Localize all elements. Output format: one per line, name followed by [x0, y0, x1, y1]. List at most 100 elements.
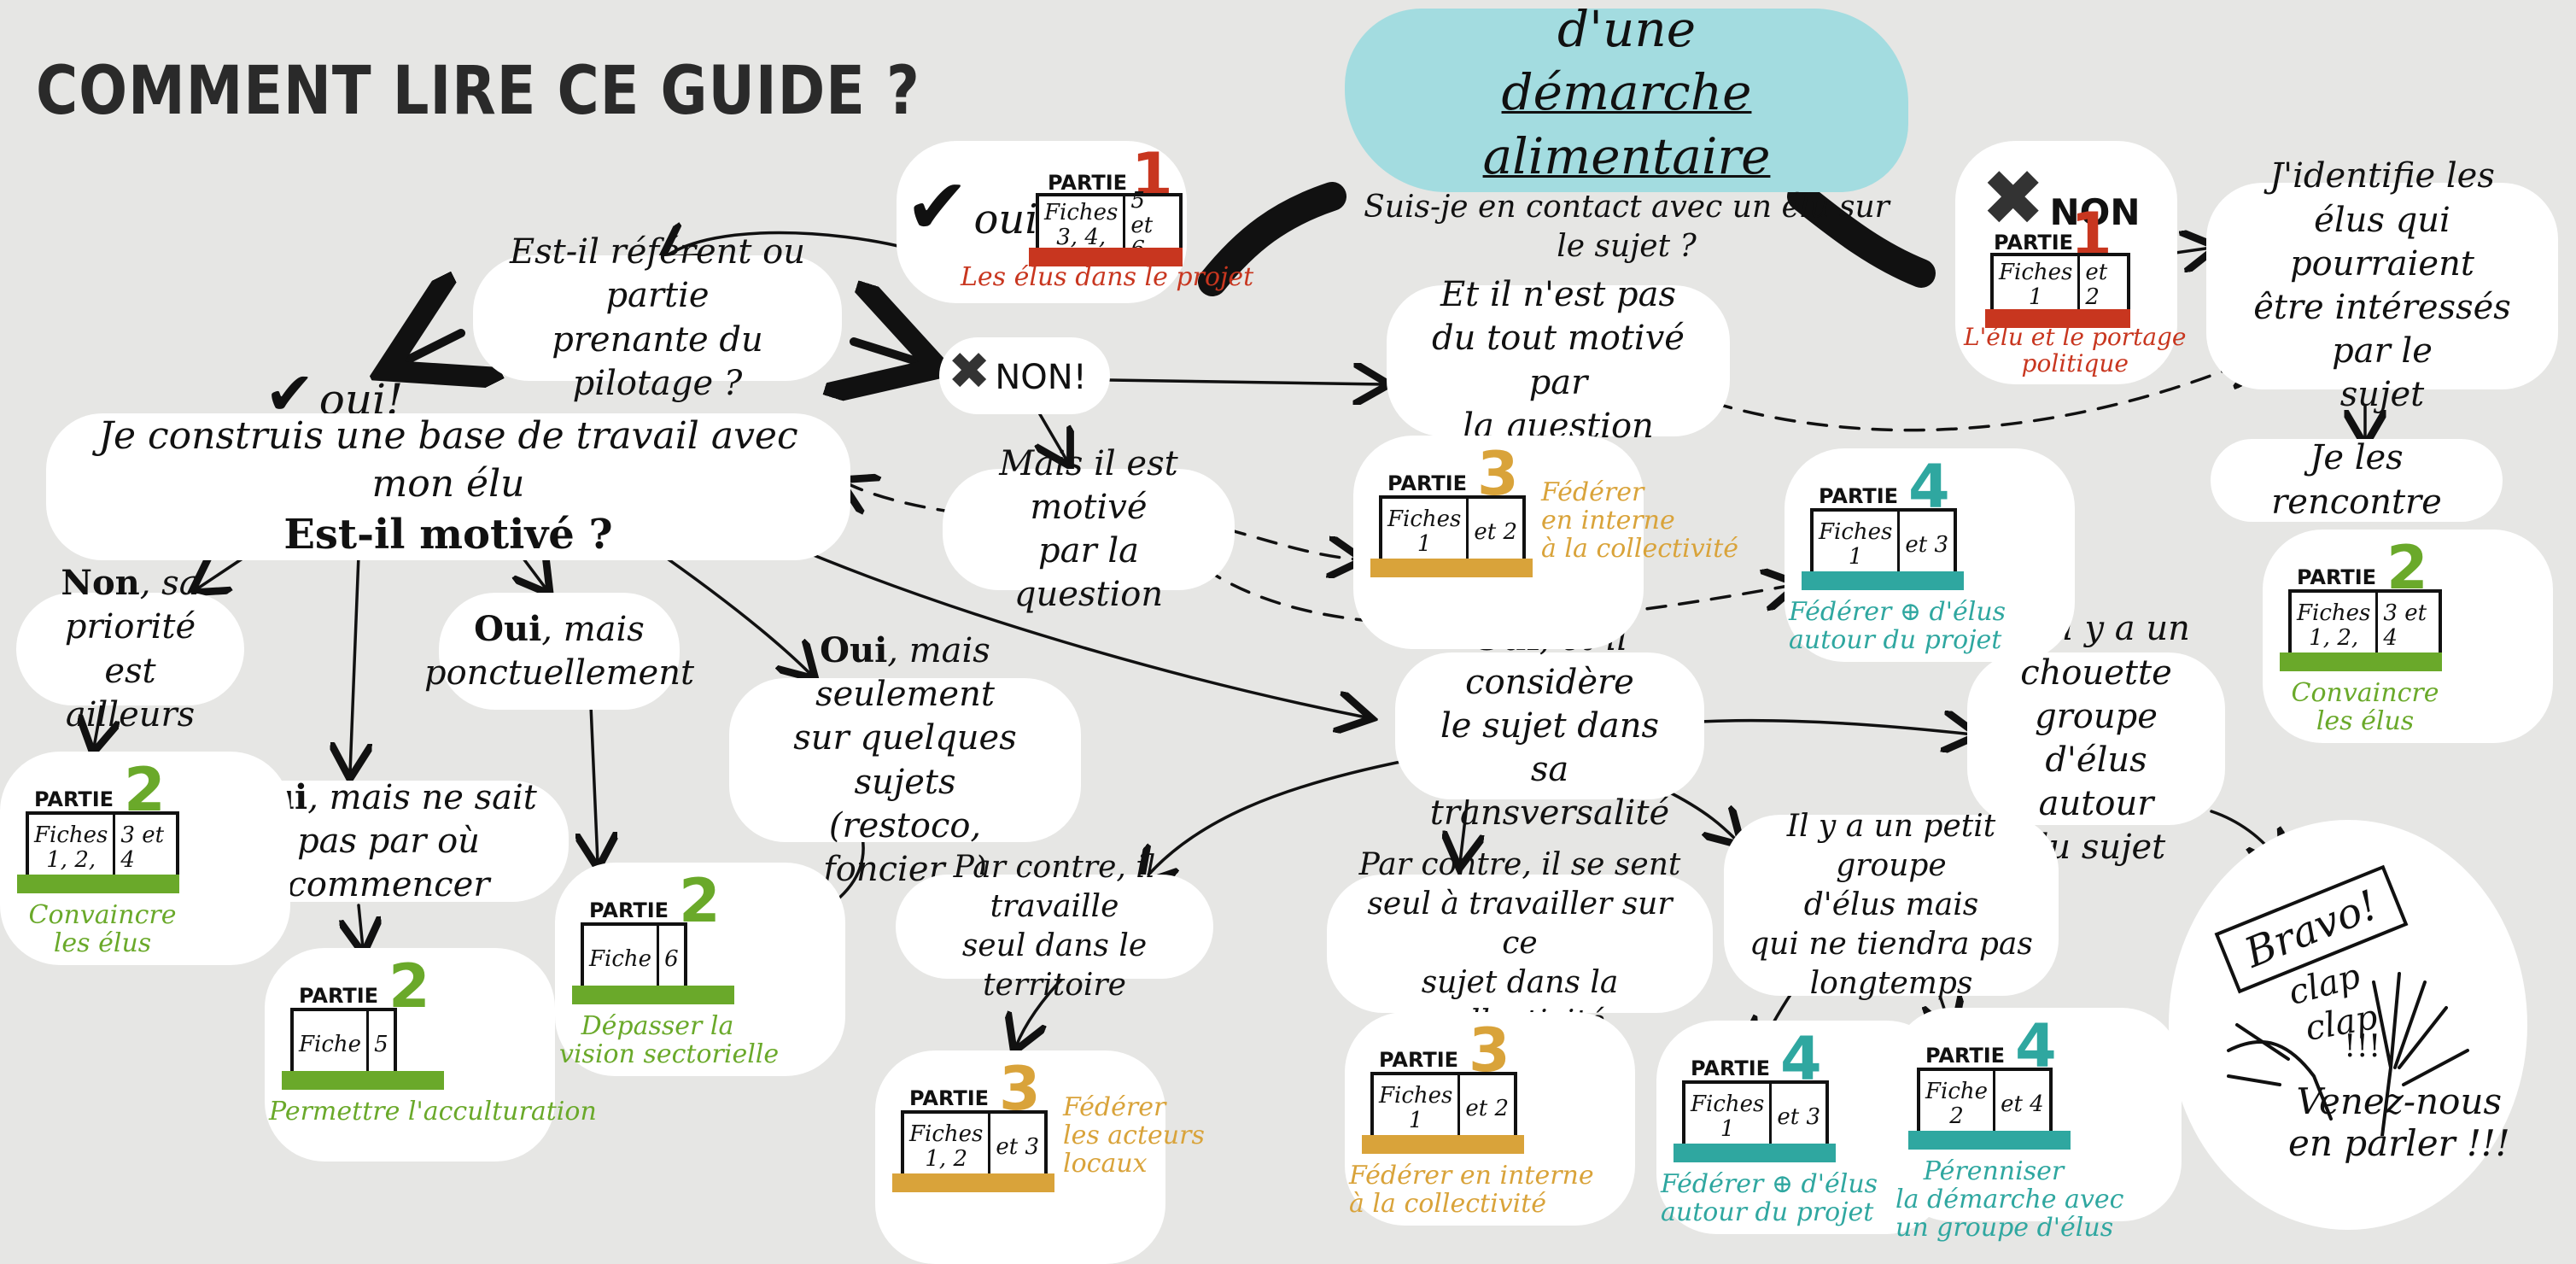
book-page-text: 2: [1949, 1103, 1964, 1129]
book-cover: [1908, 1131, 2071, 1150]
book-page-text: Fiche: [589, 945, 652, 972]
book-page-text: et 3: [996, 1133, 1040, 1160]
book-cover: [892, 1173, 1054, 1192]
book-page-text: et 2: [1474, 518, 1518, 545]
book-page-text: Fiches: [34, 822, 108, 849]
book-caption-line: Convaincre: [2291, 678, 2439, 708]
book-page: et 2: [1469, 499, 1522, 565]
book-partie: PARTIE: [1691, 1056, 1771, 1080]
non-top-label: NON: [2049, 191, 2141, 233]
book-page-text: Fiches: [909, 1121, 984, 1148]
book-number: 3: [999, 1054, 1041, 1124]
oui-top: ✔ oui: [905, 162, 1038, 252]
book-caption-line: la démarche avec: [1895, 1185, 2124, 1214]
book-caption-line: autour du projet: [1789, 625, 2002, 655]
book-number: 2: [124, 755, 166, 825]
book-page-text: et 3: [1905, 531, 1949, 558]
book-number: 3: [1469, 1015, 1510, 1086]
book-page-text: et 4: [2001, 1091, 2044, 1117]
oui-top-caption: Les élus dans le projet: [961, 262, 1254, 292]
book-page-text: 1: [1720, 1116, 1735, 1142]
book-page: et 4: [1995, 1071, 2049, 1138]
book-page-text: Fiche: [1925, 1079, 1989, 1105]
non-priorite-bubble: Non, sa priorité est ailleurs: [21, 563, 239, 734]
book-partie: PARTIE: [1387, 471, 1468, 495]
book-number: 2: [2386, 533, 2428, 603]
book-partie: PARTIE: [1379, 1048, 1459, 1072]
book-number: 3: [1477, 439, 1519, 509]
book-caption-line: Fédérer: [1541, 477, 1644, 507]
book-partie: PARTIE: [2297, 565, 2377, 589]
hands-icon: [2211, 948, 2485, 1138]
pas-motive-bubble: Et il n'est pas du tout motivé par la qu…: [1392, 275, 1725, 446]
book-page: 3 et 4: [115, 815, 176, 881]
book-page-text: 5: [374, 1031, 388, 1057]
book-caption-line: à la collectivité: [1349, 1189, 1547, 1219]
book-caption-line: les élus: [53, 928, 152, 958]
book-page: et 2: [1460, 1075, 1514, 1142]
book-page: et 3: [1772, 1084, 1825, 1150]
book-pages: Fiche 5: [290, 1008, 397, 1081]
chouette-groupe-bubble: Et il y a un chouette groupe d'élus auto…: [1972, 609, 2220, 867]
book-caption-line: Fédérer ⊕ d'élus: [1661, 1169, 1878, 1199]
book-page: et 3: [1900, 512, 1954, 578]
book-page-text: 1: [1417, 531, 1432, 557]
seul-collectivite-bubble: Par contre, il se sent seul à travailler…: [1332, 847, 1708, 1039]
book-page-text: Fiche: [299, 1031, 362, 1057]
book-cover: [17, 875, 179, 893]
book-caption-line: Fédérer ⊕ d'élus: [1789, 597, 2006, 627]
x-icon: ✖: [1981, 154, 2046, 243]
book-page: et 3: [990, 1114, 1044, 1180]
oui-sujets-bubble: Oui, mais seulement sur quelques sujets …: [734, 630, 1076, 889]
book-caption-line: Dépasser la: [581, 1011, 734, 1041]
check-icon: ✔: [905, 162, 970, 252]
big-arrow-left: [1198, 182, 1346, 296]
book-page-text: Fiches: [1691, 1091, 1765, 1118]
book-page-text: 3 et 4: [2383, 600, 2427, 651]
big-arrow-right: [1787, 182, 1936, 288]
book-cover: [282, 1071, 444, 1090]
book-page: Fiche: [584, 926, 660, 992]
book-cover: [572, 986, 734, 1004]
book-number: 4: [1780, 1024, 1822, 1094]
start-line-2: démarche alimentaire: [1482, 63, 1771, 185]
book-page-text: et 3: [1777, 1103, 1821, 1130]
book-cover: [2280, 652, 2442, 671]
book-page: 5: [369, 1011, 394, 1078]
book-page-text: 1, 2,: [46, 847, 96, 873]
book-page-text: 1, 2,: [2309, 625, 2359, 651]
book-number: 2: [388, 951, 430, 1021]
book-caption-line: Fédérer en interne: [1349, 1161, 1594, 1191]
book-partie: PARTIE: [909, 1086, 990, 1110]
book-cover: [1370, 559, 1533, 577]
book-page-text: 1, 2: [925, 1146, 968, 1172]
book-caption-line: les élus: [2316, 706, 2415, 736]
book-caption-line: à la collectivité: [1541, 534, 1739, 564]
clap-bang: !!!: [2344, 1029, 2381, 1064]
page-title: COMMENT LIRE CE GUIDE ?: [36, 53, 920, 130]
book-page: Fiche: [294, 1011, 370, 1078]
referent-bubble: Est-il référent ou partie prenante du pi…: [478, 232, 837, 403]
base-bubble: Je construis une base de travail avec mo…: [51, 414, 845, 559]
book-partie: PARTIE: [1819, 484, 1899, 508]
book-page-text: Fiches: [2297, 600, 2371, 627]
